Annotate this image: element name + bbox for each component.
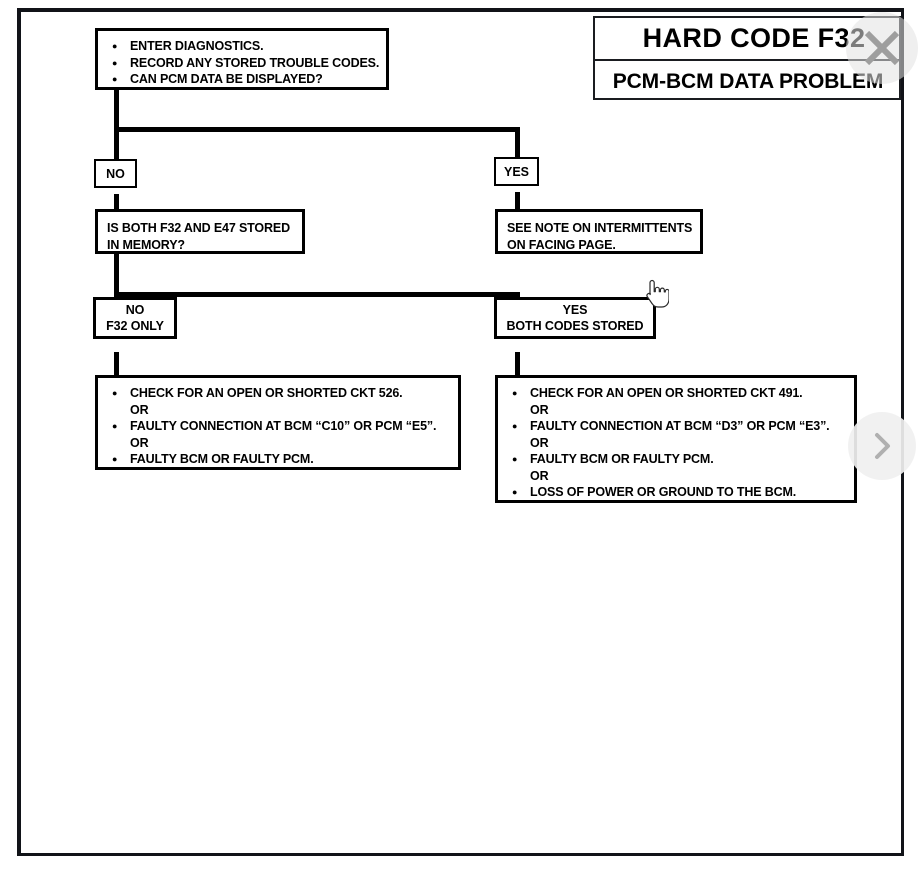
- left-result-list: CHECK FOR AN OPEN OR SHORTED CKT 526. OR…: [98, 378, 458, 475]
- branch1-yes-tag-label: YES: [503, 164, 529, 179]
- branch2-no-tag-line-1: NO: [125, 303, 145, 317]
- branch1-no-tag-label: NO: [106, 166, 125, 181]
- connector-yes-tag-down: [515, 192, 520, 214]
- left-result-or-2: OR: [130, 435, 149, 450]
- page-content-area: ENTER DIAGNOSTICS. RECORD ANY STORED TRO…: [21, 12, 901, 853]
- right-result-item-2: FAULTY CONNECTION AT BCM “D3” OR PCM “E3…: [508, 418, 844, 435]
- close-button[interactable]: [846, 12, 918, 84]
- connector-branch1-right-down: [515, 127, 520, 161]
- left-result-item-2: FAULTY CONNECTION AT BCM “C10” OR PCM “E…: [108, 418, 448, 435]
- diagram-title-line-2: PCM-BCM DATA PROBLEM: [612, 69, 884, 93]
- memory-question-line-2: IN MEMORY?: [107, 238, 185, 252]
- branch2-yes-tag: YES BOTH CODES STORED: [494, 297, 656, 339]
- next-page-button[interactable]: [848, 412, 916, 480]
- branch1-no-tag: NO: [94, 159, 137, 188]
- memory-question-text: IS BOTH F32 AND E47 STORED IN MEMORY?: [98, 212, 302, 262]
- right-result-item-4: LOSS OF POWER OR GROUND TO THE BCM.: [508, 484, 844, 501]
- memory-question-box: IS BOTH F32 AND E47 STORED IN MEMORY?: [95, 209, 305, 254]
- connector-start-down: [114, 90, 119, 130]
- right-result-box: CHECK FOR AN OPEN OR SHORTED CKT 491. OR…: [495, 375, 857, 503]
- right-result-item-3: FAULTY BCM OR FAULTY PCM.: [508, 451, 844, 468]
- branch2-yes-tag-text: YES BOTH CODES STORED: [497, 300, 653, 336]
- title-divider: [595, 59, 899, 61]
- entry-box-list: ENTER DIAGNOSTICS. RECORD ANY STORED TRO…: [98, 31, 386, 95]
- left-result-item-3: FAULTY BCM OR FAULTY PCM.: [108, 451, 448, 468]
- right-result-item-1: CHECK FOR AN OPEN OR SHORTED CKT 491.: [508, 385, 844, 402]
- branch2-yes-tag-line-1: YES: [562, 303, 588, 317]
- branch2-no-tag: NO F32 ONLY: [93, 297, 177, 339]
- entry-item-2: RECORD ANY STORED TROUBLE CODES.: [108, 55, 379, 72]
- right-result-list: CHECK FOR AN OPEN OR SHORTED CKT 491. OR…: [498, 378, 854, 508]
- branch2-yes-tag-line-2: BOTH CODES STORED: [506, 319, 644, 333]
- entry-item-3: CAN PCM DATA BE DISPLAYED?: [108, 71, 376, 88]
- left-result-or-1: OR: [130, 402, 149, 417]
- scanned-page-sheet: ENTER DIAGNOSTICS. RECORD ANY STORED TRO…: [17, 8, 904, 856]
- memory-question-line-1: IS BOTH F32 AND E47 STORED: [107, 221, 290, 235]
- connector-no-tag-down: [114, 194, 119, 216]
- entry-item-1: ENTER DIAGNOSTICS.: [108, 38, 376, 55]
- intermittents-note-line-1: SEE NOTE ON INTERMITTENTS: [507, 221, 693, 235]
- chevron-right-icon: [875, 433, 890, 459]
- connector-branch1-horizontal: [114, 127, 520, 132]
- branch2-no-tag-text: NO F32 ONLY: [96, 300, 174, 336]
- left-result-box: CHECK FOR AN OPEN OR SHORTED CKT 526. OR…: [95, 375, 461, 470]
- close-icon: [864, 30, 900, 66]
- entry-box: ENTER DIAGNOSTICS. RECORD ANY STORED TRO…: [95, 28, 389, 90]
- right-result-or-1: OR: [530, 402, 549, 417]
- right-result-or-2: OR: [530, 435, 549, 450]
- right-result-or-3: OR: [530, 468, 549, 483]
- intermittents-note-box: SEE NOTE ON INTERMITTENTS ON FACING PAGE…: [495, 209, 703, 254]
- connector-branch2-horizontal: [114, 292, 520, 297]
- diagram-title-line-1: HARD CODE F32: [642, 23, 866, 53]
- connector-branch2-stem: [114, 254, 119, 296]
- branch1-yes-tag: YES: [494, 157, 539, 186]
- connector-branch1-left-down: [114, 127, 119, 165]
- intermittents-note-line-2: ON FACING PAGE.: [507, 238, 616, 252]
- intermittents-note-text: SEE NOTE ON INTERMITTENTS ON FACING PAGE…: [498, 212, 700, 262]
- branch2-no-tag-line-2: F32 ONLY: [106, 319, 164, 333]
- left-result-item-1: CHECK FOR AN OPEN OR SHORTED CKT 526.: [108, 385, 448, 402]
- connector-left-result-down: [114, 352, 119, 390]
- connector-right-result-down: [515, 352, 520, 390]
